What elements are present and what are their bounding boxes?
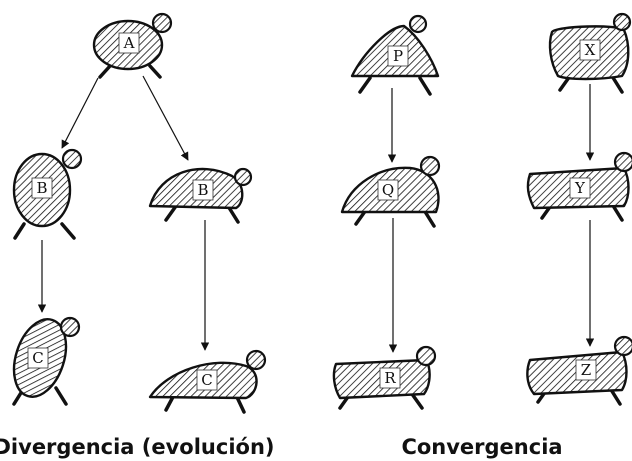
node-b-left-label-box xyxy=(31,177,53,199)
node-z-label-box xyxy=(575,359,597,381)
node-r-label-box xyxy=(379,367,401,389)
node-q-label-box xyxy=(377,179,399,201)
edge-a-to-b-right xyxy=(142,75,189,161)
node-p-animal: P xyxy=(350,14,440,96)
node-c-left-animal: C xyxy=(12,316,81,406)
node-r-label: R xyxy=(384,369,396,387)
node-b-right-label: B xyxy=(197,181,208,199)
node-y-animal: Y xyxy=(526,151,632,222)
convergence-chains: P Q R X xyxy=(332,12,632,459)
node-z-label: Z xyxy=(581,361,591,379)
node-y-label-box xyxy=(569,177,591,199)
node-c-right-label: C xyxy=(201,371,212,389)
convergence-caption: Convergencia xyxy=(401,435,562,459)
node-b-left-label: B xyxy=(36,179,47,197)
node-q-label: Q xyxy=(382,181,394,199)
divergence-tree: A B B C xyxy=(0,12,275,459)
node-r-animal: R xyxy=(332,345,437,410)
node-c-left-label-box xyxy=(27,347,49,369)
node-a-animal: A xyxy=(92,12,173,79)
node-z-animal: Z xyxy=(526,335,632,406)
node-b-right-label-box xyxy=(192,179,214,201)
node-a-label-box xyxy=(118,32,140,54)
node-p-label-box xyxy=(387,45,409,67)
node-c-left-label: C xyxy=(32,349,43,367)
node-q-animal: Q xyxy=(340,155,441,228)
edge-a-to-b-left xyxy=(61,77,99,149)
node-a-label: A xyxy=(123,34,135,52)
node-c-right-label-box xyxy=(196,369,218,391)
node-x-animal: X xyxy=(548,12,632,94)
node-p-label: P xyxy=(393,47,403,65)
node-b-right-animal: B xyxy=(148,167,253,224)
node-c-right-animal: C xyxy=(148,349,267,414)
node-b-left-animal: B xyxy=(12,148,83,240)
node-y-label: Y xyxy=(574,179,586,197)
node-x-label-box xyxy=(579,39,601,61)
divergence-caption: Divergencia (evolución) xyxy=(0,435,275,459)
node-x-label: X xyxy=(585,41,596,59)
